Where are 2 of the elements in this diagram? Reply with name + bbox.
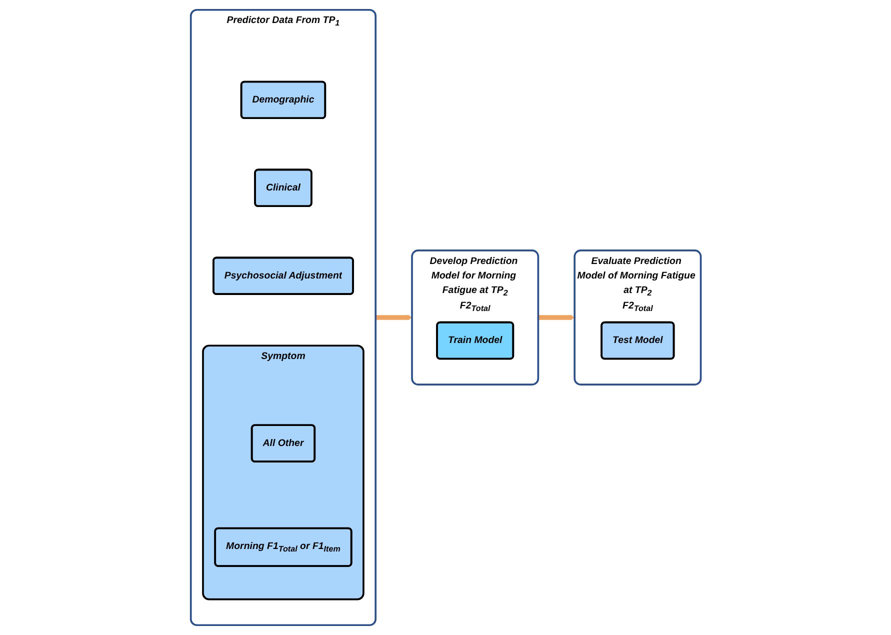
- arrow: [375, 314, 412, 320]
- arrow: [538, 314, 574, 320]
